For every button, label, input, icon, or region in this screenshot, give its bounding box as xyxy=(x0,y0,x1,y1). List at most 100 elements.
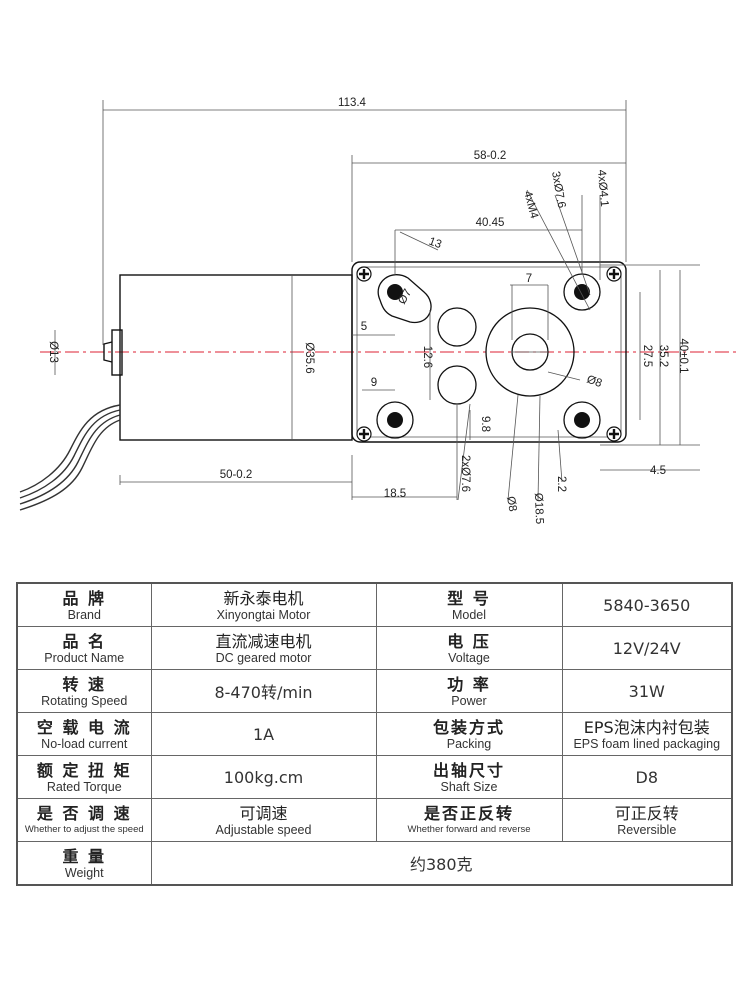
label-zh: 功 率 xyxy=(447,674,491,694)
boss-lower xyxy=(437,365,477,405)
dim-hub-d18-5: Ø18.5 xyxy=(532,493,545,525)
label-zh: 品 名 xyxy=(62,631,107,651)
dim-overall-length: 113.4 xyxy=(338,97,367,109)
shaft-hub xyxy=(485,307,575,397)
dim-2-2: 2.2 xyxy=(555,476,567,492)
value-text: 5840-3650 xyxy=(603,595,691,615)
brush-nub xyxy=(103,341,113,363)
dim-motor-length: 50-0.2 xyxy=(220,469,253,481)
value-zh: EPS泡沫内衬包装 xyxy=(583,717,710,737)
value-cell: 8-470转/min xyxy=(150,669,377,713)
label-en: No-load current xyxy=(41,736,128,751)
label-zh: 是否正反转 xyxy=(423,803,514,823)
motor-dimension-drawing: 113.4 58-0.2 40.45 13 Ø7 Ø35.6 Ø13 5 12.… xyxy=(19,97,740,525)
dim-9: 9 xyxy=(371,377,377,389)
value-en: Adjustable speed xyxy=(215,822,312,837)
label-zh: 电 压 xyxy=(447,631,491,651)
label-zh: 重 量 xyxy=(62,846,107,866)
boss-upper xyxy=(437,307,477,347)
label-zh: 型 号 xyxy=(447,588,491,608)
label-en: Brand xyxy=(67,607,101,622)
dim-shaft-flat: 7 xyxy=(526,273,532,285)
label-en: Model xyxy=(451,607,487,622)
dim-shaft-d8: Ø8 xyxy=(585,374,604,391)
dim-4xm4: 4xM4 xyxy=(521,190,540,221)
label-en: Rotating Speed xyxy=(41,693,128,708)
value-en: Xinyongtai Motor xyxy=(216,607,311,622)
dimension-lines xyxy=(54,100,700,501)
label-zh: 包装方式 xyxy=(432,717,505,737)
label-zh: 额 定 扭 矩 xyxy=(36,760,132,780)
value-zh: 直流减速电机 xyxy=(215,631,312,651)
value-text: 31W xyxy=(628,681,665,701)
dim-gearbox-height: 40±0.1 xyxy=(677,338,689,373)
dim-slot-length: 13 xyxy=(427,236,443,252)
corner-screws xyxy=(356,266,622,442)
dim-9-8: 9.8 xyxy=(479,416,491,432)
value-cell: 12V/24V xyxy=(561,626,733,670)
label-zh: 出轴尺寸 xyxy=(432,760,505,780)
label-en: Shaft Size xyxy=(440,779,498,794)
value-en: EPS foam lined packaging xyxy=(573,736,721,751)
label-en: Rated Torque xyxy=(46,779,122,794)
gearbox-plate xyxy=(351,261,627,443)
dim-3x7-6: 3xØ7.6 xyxy=(549,170,567,209)
value-cell: 31W xyxy=(561,669,733,713)
motor-can xyxy=(119,274,353,441)
label-zh: 品 牌 xyxy=(62,588,107,608)
value-cell: 1A xyxy=(150,712,377,756)
value-cell: 100kg.cm xyxy=(150,755,377,799)
label-zh: 是 否 调 速 xyxy=(36,803,132,823)
dim-hole-spacing: 40.45 xyxy=(476,217,505,229)
label-en: Whether forward and reverse xyxy=(407,823,531,835)
value-zh: 新永泰电机 xyxy=(223,588,304,608)
value-zh: 可调速 xyxy=(239,803,288,823)
value-text: 100kg.cm xyxy=(223,767,304,787)
label-en: Voltage xyxy=(448,650,490,665)
dim-motor-diameter: Ø35.6 xyxy=(303,342,315,373)
dim-2x7-6: 2xØ7.6 xyxy=(459,455,471,492)
label-zh: 转 速 xyxy=(62,674,107,694)
dim-35-2: 35.2 xyxy=(657,345,669,367)
dim-4-5: 4.5 xyxy=(650,465,666,477)
dim-gearbox-length: 58-0.2 xyxy=(474,150,507,162)
dim-boss-offset: 18.5 xyxy=(384,488,406,500)
label-en: Packing xyxy=(446,736,492,751)
dim-12-6: 12.6 xyxy=(421,346,433,368)
dim-boss-d8: Ø8 xyxy=(504,495,518,512)
label-en: Weight xyxy=(64,865,104,880)
value-cell: 约380克 xyxy=(150,841,733,886)
value-en: Reversible xyxy=(617,822,677,837)
dim-27-5: 27.5 xyxy=(641,345,653,367)
value-text: 12V/24V xyxy=(612,638,681,658)
weight-value: 约380克 xyxy=(409,855,473,874)
value-text: D8 xyxy=(635,767,659,787)
value-text: 8-470转/min xyxy=(214,683,313,702)
dim-5: 5 xyxy=(361,321,367,333)
gearbox-inner xyxy=(356,266,622,438)
label-en: Product Name xyxy=(44,650,125,665)
